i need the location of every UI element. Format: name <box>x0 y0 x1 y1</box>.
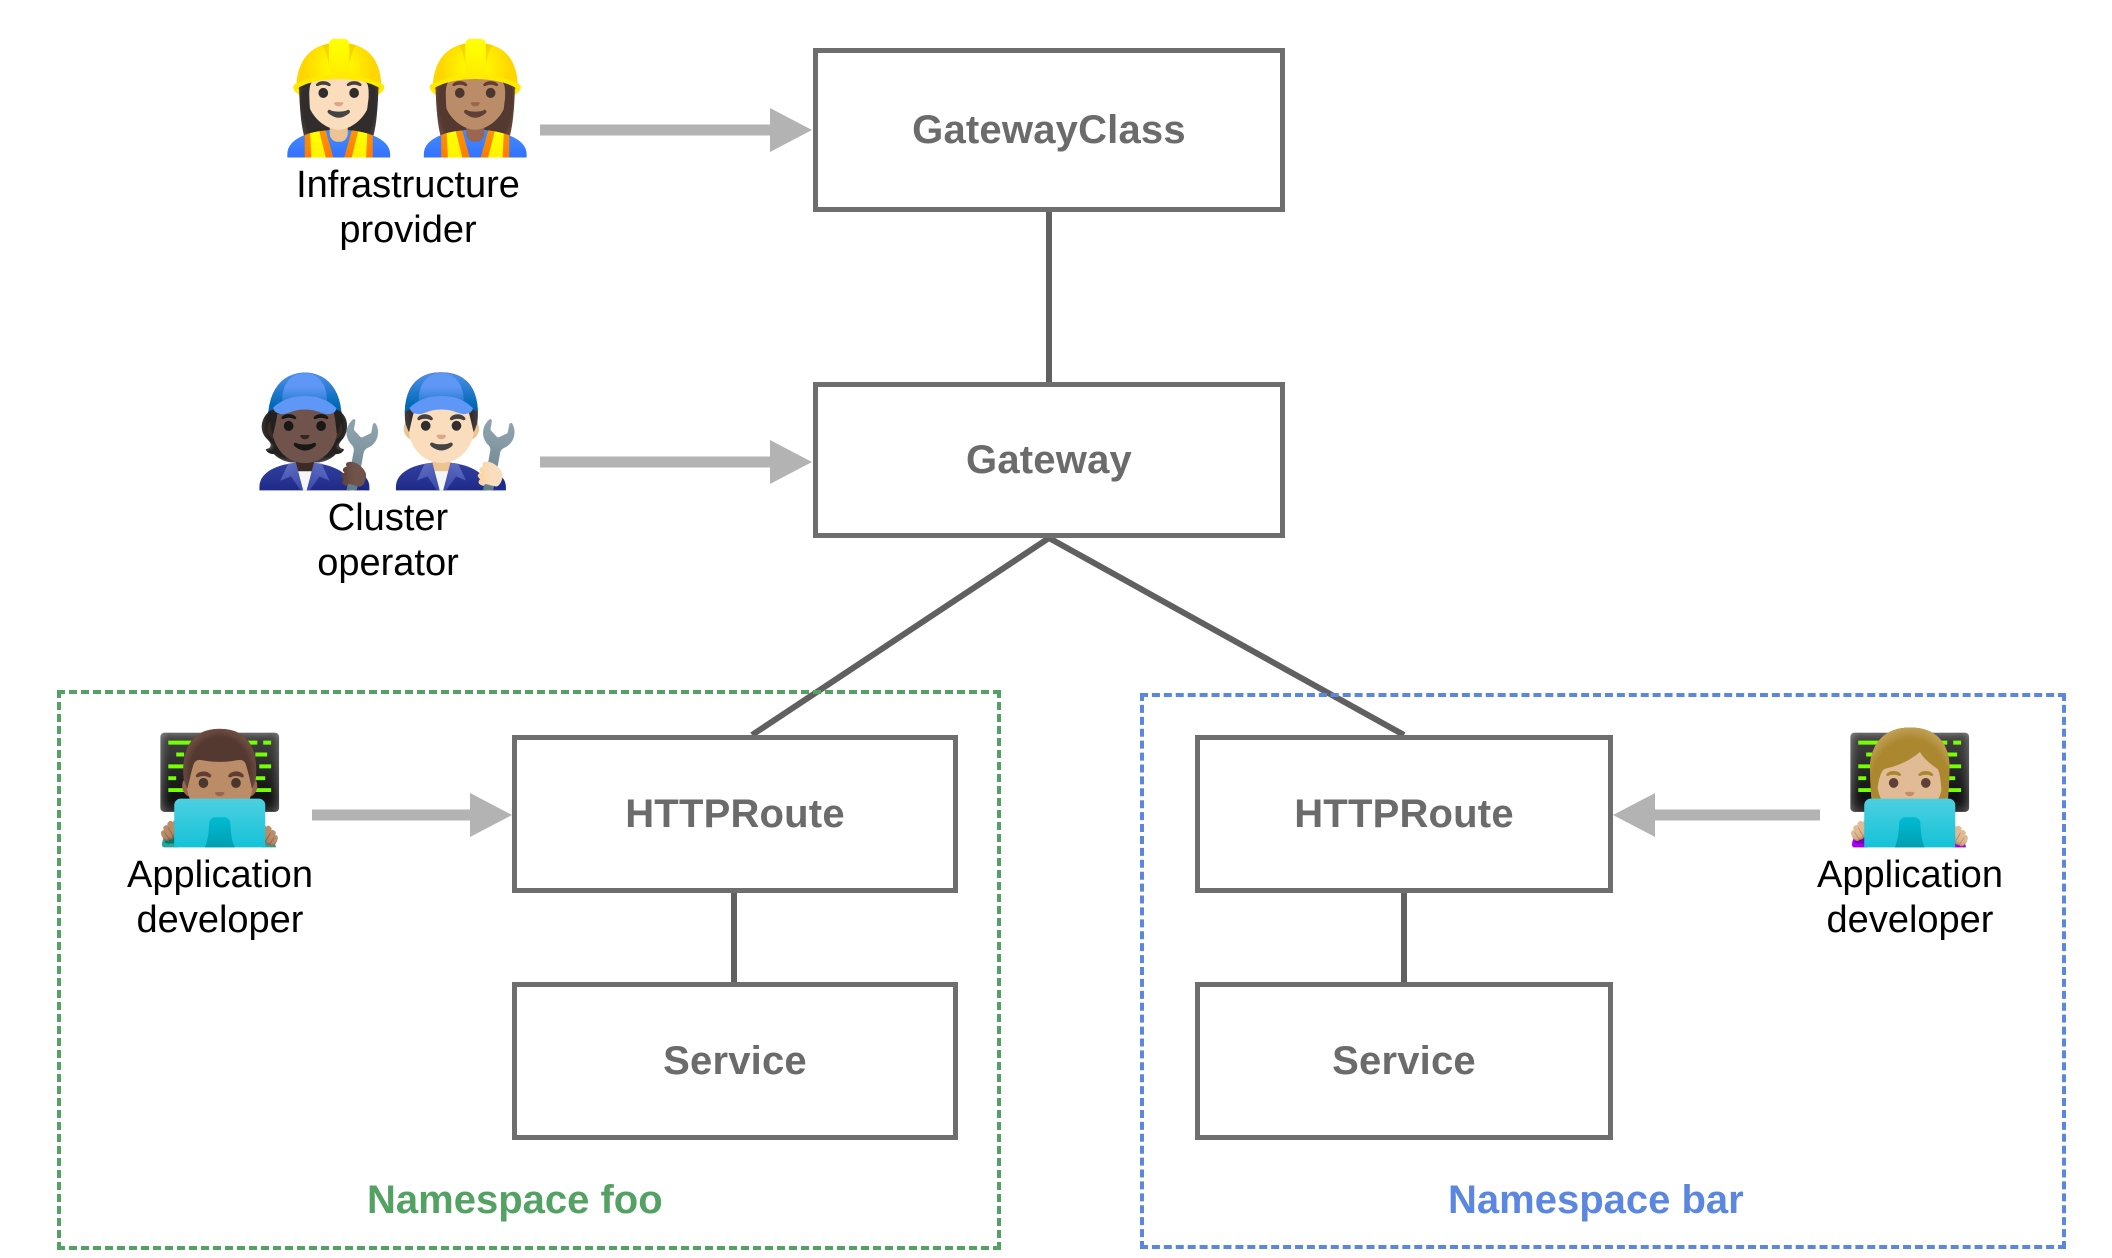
httproute-foo-box[interactable]: HTTPRoute <box>512 735 958 893</box>
actor-app-developer-foo-label: Application developer <box>127 854 313 941</box>
gateway-label: Gateway <box>966 437 1132 482</box>
actor-app-developer-bar: 👩🏼‍💻 Application developer <box>1800 735 2020 943</box>
namespace-foo-container <box>57 690 1001 1250</box>
technologist-icon: 👨🏽‍💻 <box>152 726 288 851</box>
service-bar-box[interactable]: Service <box>1195 982 1613 1140</box>
actor-infrastructure-provider-label: Infrastructure provider <box>296 164 520 251</box>
actor-app-developer-foo: 👨🏽‍💻 Application developer <box>110 735 330 943</box>
connector-gateway-httproute-bar <box>1047 535 1406 738</box>
gatewayclass-box[interactable]: GatewayClass <box>813 48 1285 212</box>
httproute-bar-box[interactable]: HTTPRoute <box>1195 735 1613 893</box>
construction-worker-pair-icon: 👷🏻‍♀️👷🏽‍♀️ <box>271 36 545 161</box>
service-foo-label: Service <box>663 1038 807 1083</box>
connector-gateway-httproute-foo <box>750 535 1051 738</box>
service-bar-label: Service <box>1332 1038 1476 1083</box>
gateway-box[interactable]: Gateway <box>813 382 1285 538</box>
namespace-bar-label: Namespace bar <box>1448 1178 1744 1222</box>
arrow-app-developer-to-httproute-foo <box>312 793 512 837</box>
httproute-bar-label: HTTPRoute <box>1294 791 1514 836</box>
service-foo-box[interactable]: Service <box>512 982 958 1140</box>
httproute-foo-label: HTTPRoute <box>625 791 845 836</box>
technologist-icon: 👩🏼‍💻 <box>1842 726 1978 851</box>
gatewayclass-label: GatewayClass <box>912 107 1186 152</box>
actor-cluster-operator: 🧑🏿‍🔧👨🏻‍🔧 Cluster operator <box>252 378 523 586</box>
actor-app-developer-bar-label: Application developer <box>1817 854 2003 941</box>
actor-cluster-operator-label: Cluster operator <box>317 497 459 584</box>
mechanic-pair-icon: 🧑🏿‍🔧👨🏻‍🔧 <box>251 369 525 494</box>
namespace-foo-label: Namespace foo <box>367 1178 663 1222</box>
arrow-app-developer-to-httproute-bar <box>1613 793 1820 837</box>
arrow-infra-provider-to-gatewayclass <box>540 108 812 152</box>
arrow-cluster-operator-to-gateway <box>540 440 812 484</box>
namespace-bar-container <box>1140 693 2066 1249</box>
actor-infrastructure-provider: 👷🏻‍♀️👷🏽‍♀️ Infrastructure provider <box>272 45 543 253</box>
